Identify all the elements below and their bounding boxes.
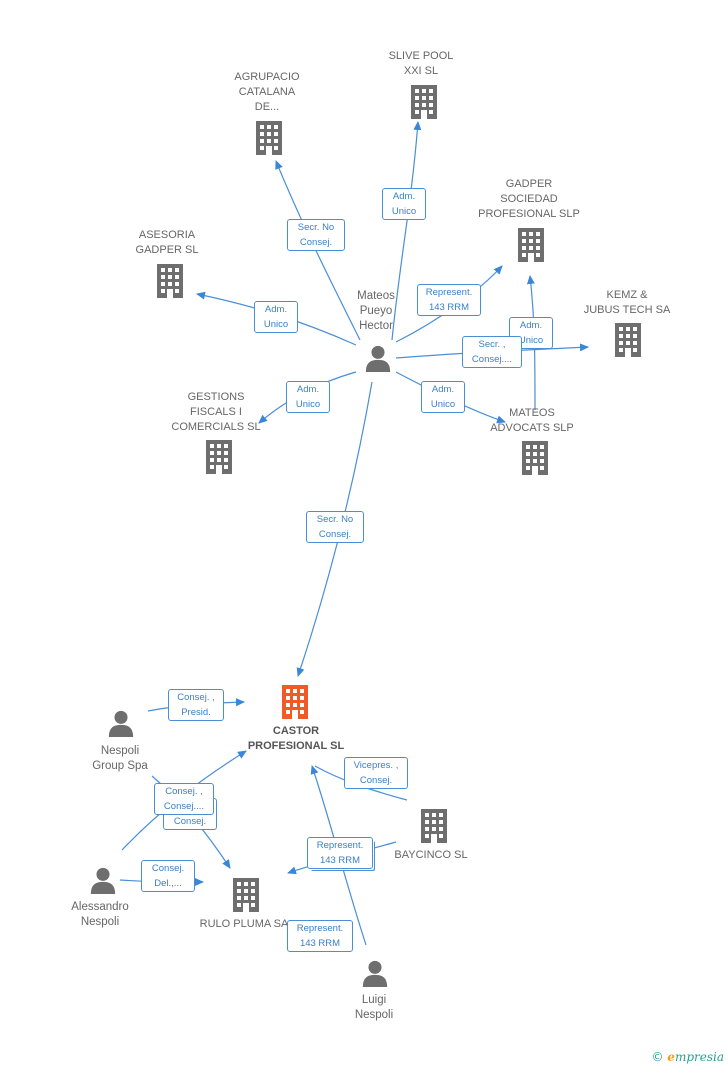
edge-label[interactable]: Represent. 143 RRM: [307, 837, 373, 869]
building-icon[interactable]: [411, 85, 437, 119]
node-label-mateos-advocats[interactable]: MATEOS ADVOCATS SLP: [490, 407, 574, 434]
person-icon[interactable]: [365, 345, 391, 372]
edge-label[interactable]: Consej. Del.,...: [141, 860, 195, 892]
node-label-mateos-hector[interactable]: Mateos Pueyo Hector: [357, 290, 395, 332]
building-icon[interactable]: [522, 441, 548, 475]
building-icon[interactable]: [157, 264, 183, 298]
node-label-baycinco[interactable]: BAYCINCO SL: [394, 849, 468, 861]
person-icon[interactable]: [90, 867, 116, 894]
building-icon-highlighted[interactable]: [282, 685, 308, 719]
brand-first-letter: e: [667, 1050, 675, 1064]
node-label-rulo[interactable]: RULO PLUMA SA: [199, 918, 289, 930]
edge-line: [391, 121, 422, 341]
edge-label[interactable]: Vicepres. , Consej.: [344, 757, 408, 789]
building-icon[interactable]: [421, 809, 447, 843]
edge-label[interactable]: Consej. , Presid.: [168, 689, 224, 721]
brand-logo: © empresia: [651, 1050, 724, 1064]
node-label-agrupacio[interactable]: AGRUPACIO CATALANA DE...: [234, 71, 300, 113]
edge-label[interactable]: Adm. Unico: [382, 188, 426, 220]
edge-label[interactable]: Secr. No Consej.: [306, 511, 364, 543]
edge-label[interactable]: Secr. , Consej....: [462, 336, 522, 368]
brand-name: mpresia: [674, 1050, 724, 1064]
node-label-luigi[interactable]: Luigi Nespoli: [354, 994, 394, 1021]
building-icon[interactable]: [615, 323, 641, 357]
building-icon[interactable]: [518, 228, 544, 262]
node-label-castor[interactable]: CASTOR PROFESIONAL SL: [247, 725, 345, 752]
person-icon[interactable]: [362, 960, 388, 987]
building-icon[interactable]: [256, 121, 282, 155]
node-label-gadper-sociedad[interactable]: GADPER SOCIEDAD PROFESIONAL SLP: [478, 178, 580, 220]
person-icon[interactable]: [108, 710, 134, 737]
node-label-gestions[interactable]: GESTIONS FISCALS I COMERCIALS SL: [171, 391, 261, 433]
edge-label[interactable]: Adm. Unico: [421, 381, 465, 413]
edge-label[interactable]: Consej. , Consej....: [154, 783, 214, 815]
building-icon[interactable]: [233, 878, 259, 912]
node-label-kemz[interactable]: KEMZ & JUBUS TECH SA: [583, 289, 671, 316]
node-label-asesoria[interactable]: ASESORIA GADPER SL: [135, 229, 199, 256]
copyright-icon: ©: [651, 1050, 664, 1064]
edge-label[interactable]: Adm. Unico: [254, 301, 298, 333]
building-icon[interactable]: [206, 440, 232, 474]
node-label-slive-pool[interactable]: SLIVE POOL XXI SL: [388, 50, 454, 77]
edge-label[interactable]: Represent. 143 RRM: [417, 284, 481, 316]
edge-label[interactable]: Adm. Unico: [286, 381, 330, 413]
node-label-alessandro[interactable]: Alessandro Nespoli: [71, 901, 129, 928]
edge-label[interactable]: Represent. 143 RRM: [287, 920, 353, 952]
edge-label[interactable]: Secr. No Consej.: [287, 219, 345, 251]
node-label-nespoli-group[interactable]: Nespoli Group Spa: [92, 745, 148, 772]
